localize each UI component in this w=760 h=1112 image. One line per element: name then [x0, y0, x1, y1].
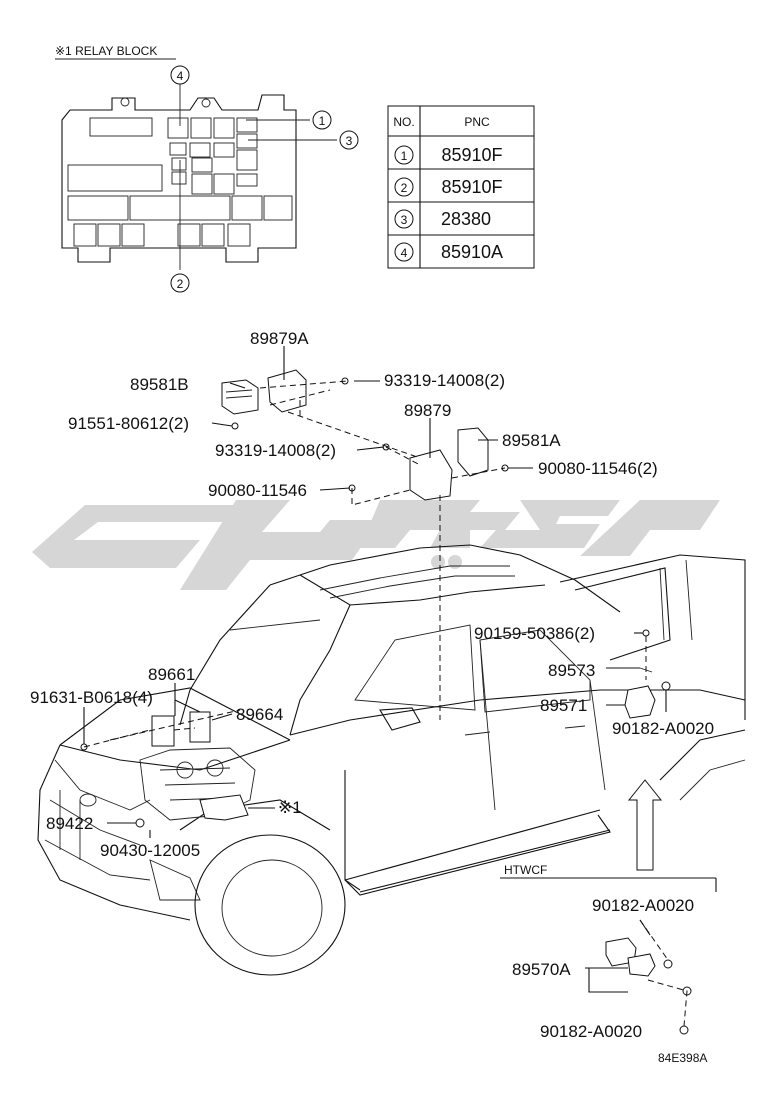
- part-label-90159: 90159-50386(2): [474, 624, 595, 643]
- part-label-93319-top: 93319-14008(2): [384, 371, 505, 390]
- part-label-90080-left: 90080-11546: [208, 481, 307, 500]
- pnc-table: NO. PNC 1 85910F 2 85910F 3 28380 4 8591…: [387, 105, 535, 269]
- table-row: 3 28380: [394, 209, 491, 229]
- svg-text:85910F: 85910F: [441, 145, 502, 165]
- relay-block-reference: ※1: [278, 798, 302, 817]
- part-label-89571: 89571: [540, 696, 587, 715]
- engine-bay-sensors: [80, 709, 249, 828]
- htwcf-label: HTWCF: [504, 863, 547, 877]
- leader-lines: [83, 346, 667, 838]
- svg-text:85910F: 85910F: [441, 177, 502, 197]
- svg-text:28380: 28380: [441, 209, 491, 229]
- table-row: 1 85910F: [394, 145, 503, 165]
- part-labels: 89879A 89581B 93319-14008(2) 91551-80612…: [30, 329, 714, 1065]
- part-label-90182-b: 90182-A0020: [592, 896, 694, 915]
- part-label-89879: 89879: [404, 401, 451, 420]
- part-label-89879A: 89879A: [250, 329, 309, 348]
- part-label-93319-mid: 93319-14008(2): [215, 441, 336, 460]
- svg-text:85910A: 85910A: [441, 242, 503, 262]
- callout-3: 3: [339, 130, 359, 150]
- callout-2: 2: [170, 273, 190, 293]
- svg-text:4: 4: [177, 69, 184, 83]
- htwcf-detail: [500, 877, 717, 1035]
- part-label-89573: 89573: [548, 661, 595, 680]
- callout-1: 1: [312, 110, 332, 130]
- part-label-90182-a: 90182-A0020: [612, 719, 714, 738]
- vehicle-illustration: [37, 544, 746, 976]
- relay-block-inset: ※1 RELAY BLOCK: [55, 44, 359, 293]
- table-row: 4 85910A: [394, 242, 503, 262]
- svg-text:2: 2: [401, 181, 408, 195]
- relay-block-body: [61, 94, 297, 263]
- pnc-table-header-no: NO.: [393, 115, 414, 129]
- pnc-table-header-pnc: PNC: [464, 115, 490, 129]
- table-row: 2 85910F: [394, 177, 503, 197]
- part-label-89581B: 89581B: [130, 375, 189, 394]
- relay-block-title: ※1 RELAY BLOCK: [55, 44, 157, 58]
- svg-text:3: 3: [346, 134, 353, 148]
- part-label-89570A: 89570A: [512, 960, 571, 979]
- watermark-logo: [32, 500, 720, 590]
- svg-text:1: 1: [319, 114, 326, 128]
- svg-text:1: 1: [401, 149, 408, 163]
- part-label-89661: 89661: [148, 665, 195, 684]
- part-label-89422: 89422: [46, 814, 93, 833]
- side-sensor-assembly: [606, 629, 671, 719]
- part-label-91551: 91551-80612(2): [68, 414, 189, 433]
- part-label-91631: 91631-B0618(4): [30, 688, 153, 707]
- part-label-90080-right: 90080-11546(2): [538, 459, 658, 478]
- svg-text:2: 2: [177, 277, 184, 291]
- part-label-89664: 89664: [236, 705, 283, 724]
- part-label-89581A: 89581A: [502, 431, 561, 450]
- part-label-90430: 90430-12005: [100, 841, 200, 860]
- svg-text:3: 3: [401, 213, 408, 227]
- part-label-90182-c: 90182-A0020: [540, 1022, 642, 1041]
- callout-4: 4: [170, 65, 190, 85]
- diagram-code: 84E398A: [658, 1051, 707, 1065]
- arrow-up-icon: [627, 779, 663, 871]
- svg-text:4: 4: [401, 246, 408, 260]
- bracket-assembly: [221, 369, 509, 720]
